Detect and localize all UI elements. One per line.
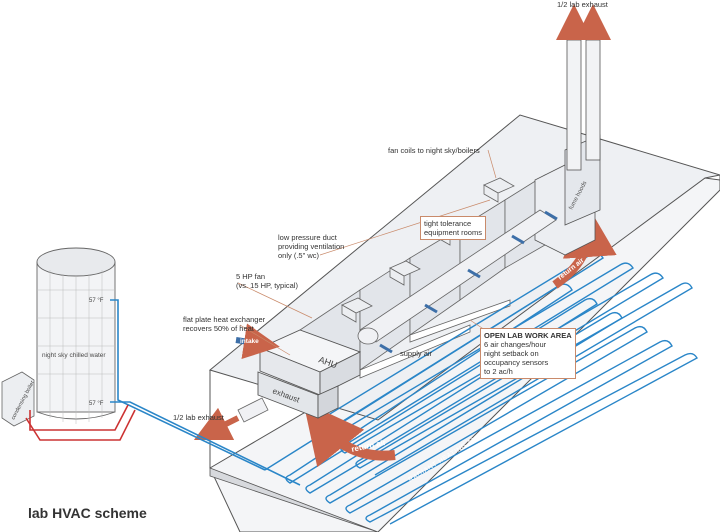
exhaust-out-arrow (193, 407, 240, 441)
duct-line-3: only (.5" wc) (278, 251, 320, 260)
temp-top-label: 57 °F (89, 298, 104, 304)
fan-coils-label: fan coils to night sky/boilers (388, 146, 480, 155)
hx-line-2: recovers 50% of heat (183, 324, 254, 333)
equip-line-2: equipment rooms (424, 228, 482, 237)
ahu-unit (258, 329, 362, 396)
return-air-arrow-left (303, 401, 396, 468)
low-exhaust-label: 1/2 lab exhaust (173, 413, 224, 422)
heat-exchanger-label: flat plate heat exchanger recovers 50% o… (183, 315, 265, 333)
exhaust-box (257, 371, 339, 419)
tank-label: night sky chilled water (42, 352, 106, 359)
intake-label: intake (240, 338, 259, 345)
open-lab-line-2: night setback on (484, 349, 539, 358)
top-exhaust-label: 1/2 lab exhaust (557, 0, 608, 9)
supply-air-arrows (379, 210, 558, 354)
equipment-rooms-label: tight tolerance equipment rooms (420, 216, 486, 240)
chilled-water-pipe-2 (110, 401, 301, 486)
fan-line-1: 5 HP fan (236, 272, 266, 281)
tank-grid (37, 270, 115, 424)
hx-line-1: flat plate heat exchanger (183, 315, 266, 324)
open-lab-line-3: occupancy sensors (484, 358, 549, 367)
fan-line-2: (vs. 15 HP, typical) (236, 281, 298, 290)
open-lab-line-1: 6 air changes/hour (484, 340, 547, 349)
equip-line-1: tight tolerance (424, 219, 472, 228)
duct-line-2: providing ventilation (278, 242, 345, 251)
open-lab-line-4: to 2 ac/h (484, 367, 513, 376)
temp-bottom-label: 57 °F (89, 401, 104, 407)
duct-line-1: low pressure duct (278, 233, 337, 242)
open-lab-label: OPEN LAB WORK AREA 6 air changes/hour ni… (480, 328, 576, 379)
chilled-water-pipe (110, 299, 266, 471)
floor-front-edge (209, 467, 379, 532)
hot-water-pipe (25, 409, 136, 441)
hot-water-pipe-2 (29, 404, 129, 431)
intake-arrow (235, 323, 280, 360)
fan-label: 5 HP fan (vs. 15 HP, typical) (236, 272, 298, 290)
tank-label-shadow: night sky chilled water (42, 352, 106, 359)
low-pressure-duct-label: low pressure duct providing ventilation … (278, 233, 344, 260)
condensing-boiler (1, 371, 35, 427)
page-title: lab HVAC scheme (28, 505, 147, 521)
supply-air-label: supply air (400, 349, 433, 358)
open-lab-title: OPEN LAB WORK AREA (484, 331, 572, 340)
exhaust-duct (237, 397, 269, 423)
fume-hoods-unit (534, 39, 601, 256)
